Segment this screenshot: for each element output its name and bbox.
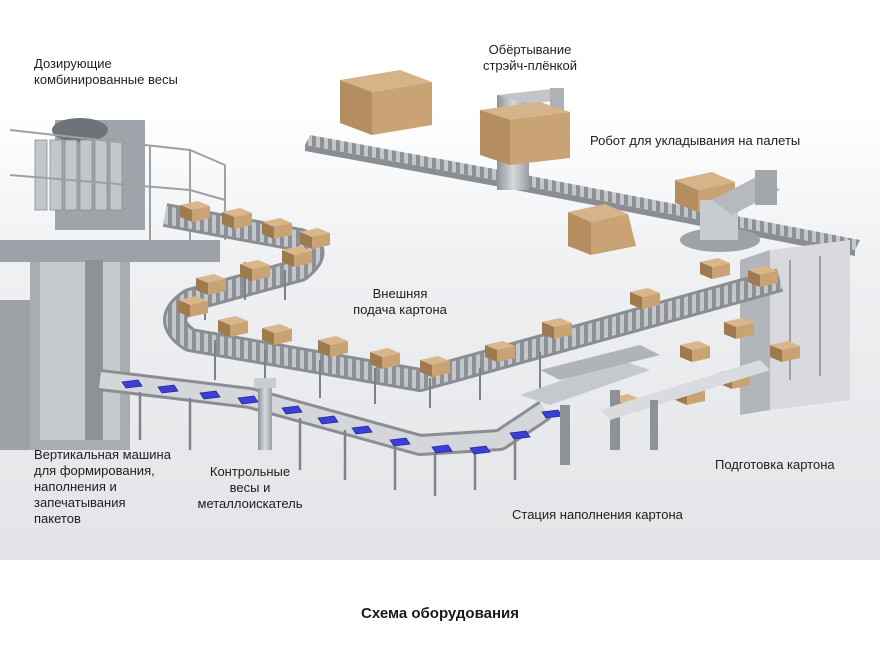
external-feed-label: Внешняя подача картона	[353, 286, 447, 317]
vffs-label: Вертикальная машина для формирования, на…	[34, 447, 171, 526]
weigher-label: Дозирующие комбинированные весы	[34, 56, 178, 87]
bag-package	[157, 384, 179, 394]
bag-package	[469, 445, 491, 455]
carton-box	[630, 288, 660, 309]
carton-box	[748, 266, 778, 287]
carton-box	[222, 208, 252, 229]
bag-package	[281, 405, 303, 415]
carton-box	[262, 218, 292, 239]
carton-box	[282, 246, 312, 267]
bag-conveyor	[98, 369, 552, 496]
carton-prep-label: Подготовка картона	[715, 457, 835, 472]
bag-package	[351, 425, 373, 435]
carton-box	[196, 274, 226, 295]
carton-box	[300, 228, 330, 249]
carton-box	[724, 318, 754, 339]
bag-package	[121, 379, 143, 389]
carton-box	[262, 324, 292, 345]
carton-box	[770, 341, 800, 362]
bag-package	[199, 390, 221, 400]
palletizing-robot	[680, 170, 780, 252]
carton-box	[700, 258, 730, 279]
carton-box	[542, 318, 572, 339]
checkweigher-label: Контрольные весы и металлоискатель	[197, 464, 303, 511]
diagram-caption: Схема оборудования	[361, 605, 519, 622]
bag-package	[317, 415, 339, 425]
bag-package	[431, 444, 453, 454]
carton-box	[370, 348, 400, 369]
carton-preparation-machine	[740, 240, 850, 415]
stretch-wrap-label: Обёртывание стрэйч-плёнкой	[482, 42, 578, 73]
carton-box	[420, 356, 450, 377]
carton-fill-label: Стация наполнения картона	[512, 507, 683, 522]
carton-filling-station	[520, 345, 770, 465]
cartons	[178, 201, 800, 415]
carton-box	[178, 296, 208, 317]
carton-box	[180, 201, 210, 222]
checkweigher	[254, 378, 276, 450]
carton-box	[680, 341, 710, 362]
bag-package	[389, 437, 411, 447]
robot-label: Робот для укладывания на палеты	[590, 133, 801, 148]
bag-package	[509, 430, 531, 440]
equipment-scene	[0, 70, 880, 560]
pallet-loads	[340, 70, 735, 255]
carton-box	[218, 316, 248, 337]
multihead-weigher	[0, 118, 226, 450]
carton-box	[318, 336, 348, 357]
carton-box	[240, 260, 270, 281]
carton-box	[485, 341, 515, 362]
